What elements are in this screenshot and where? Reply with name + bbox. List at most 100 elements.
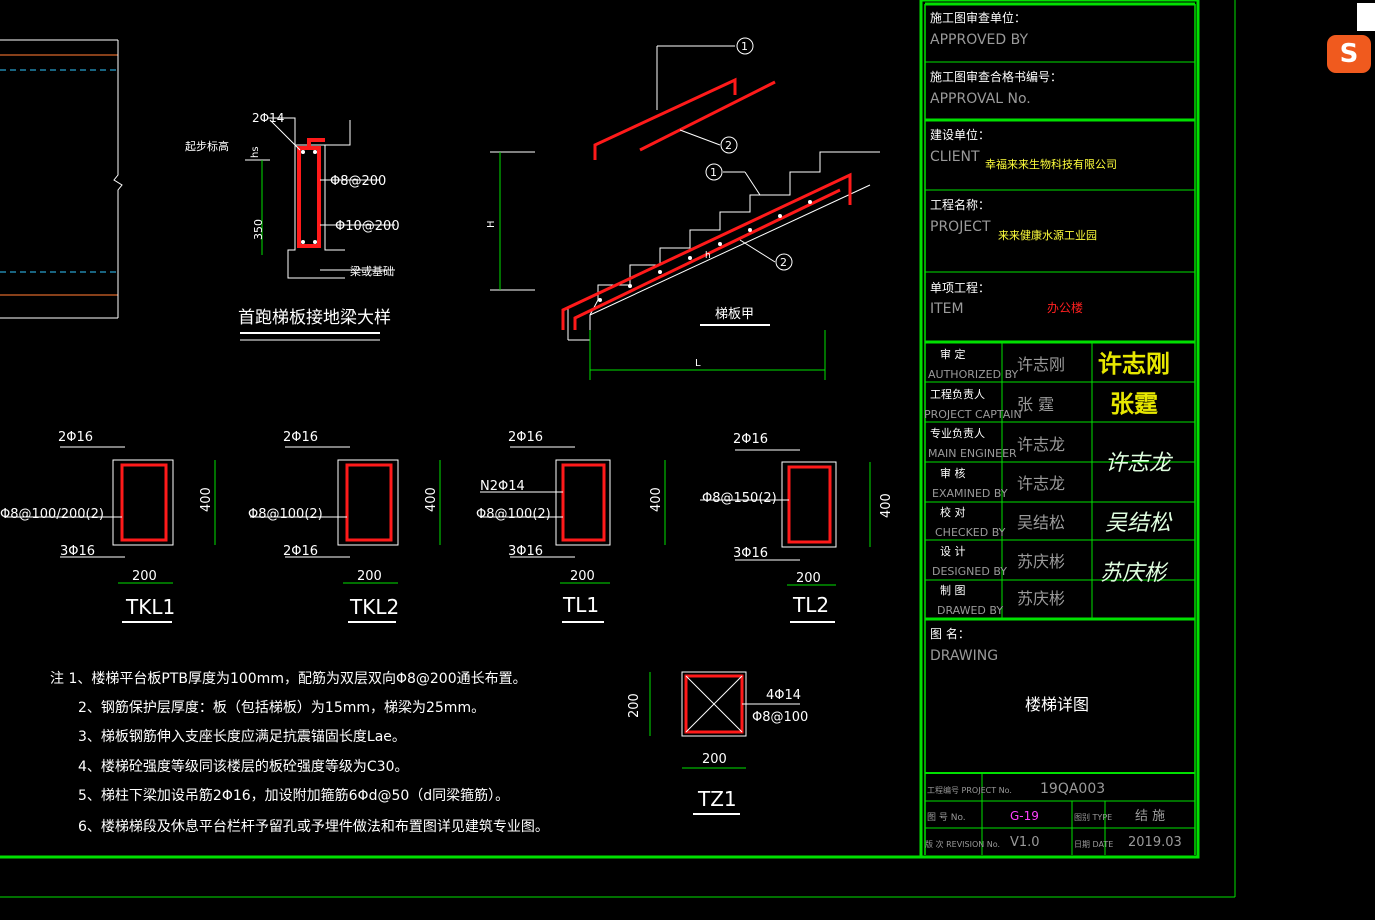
tz1-name: TZ1 [697, 787, 737, 811]
first-step-stirrup: Φ8@200 [330, 174, 386, 189]
tb-role2-sign: 许志龙 [1105, 451, 1174, 476]
tb-date-label: 日期 DATE [1074, 840, 1113, 849]
tl1-stirrup: Φ8@100(2) [476, 507, 551, 522]
tkl1-height: 400 [199, 487, 214, 512]
note-2: 2、钢筋保护层厚度：板（包括梯板）为15mm，梯梁为25mm。 [78, 699, 485, 716]
tb-revision-label: 版 次 REVISION No. [925, 839, 1000, 849]
first-step-dist-bar: Φ10@200 [335, 219, 400, 234]
first-step-dim-350: 350 [252, 219, 265, 240]
tb-revision-value: V1.0 [1010, 835, 1040, 850]
tkl1-stirrup: Φ8@100/200(2) [0, 507, 104, 522]
input-method-logo-icon[interactable]: S [1327, 35, 1371, 73]
first-step-title: 首跑梯板接地梁大样 [238, 308, 391, 328]
tb-role1-person: 张 霆 [1017, 395, 1054, 414]
tb-project-cn: 工程名称： [930, 197, 990, 212]
stair-section-title: 梯板甲 [715, 307, 754, 322]
tb-role3-person: 许志龙 [1017, 474, 1065, 493]
tb-role4-en: CHECKED BY [935, 526, 1006, 539]
tb-role5-en: DESIGNED BY [932, 565, 1007, 578]
tb-approval-cn: 施工图审查合格书编号： [930, 69, 1062, 84]
tb-project-en: PROJECT [930, 219, 991, 235]
stair-section: H L h 1 2 1 2 梯板甲 [486, 37, 880, 380]
tb-drawing-no-value: G-19 [1010, 809, 1039, 823]
tb-item-cn: 单项工程： [930, 280, 990, 295]
tb-role0-en: AUTHORIZED BY [928, 368, 1019, 381]
tkl1-bottom: 3Φ16 [60, 544, 95, 559]
note-5: 5、梯柱下梁加设吊筋2Φ16，加设附加箍筋6Φd@50（d同梁箍筋）。 [78, 787, 509, 804]
tkl1-name: TKL1 [125, 595, 175, 619]
tl1-top: 2Φ16 [508, 430, 543, 445]
tb-role0-cn: 审 定 [940, 347, 966, 361]
tb-role4-person: 吴结松 [1017, 513, 1065, 532]
tb-item-en: ITEM [930, 301, 964, 317]
title-block: 施工图审查单位： APPROVED BY 施工图审查合格书编号： APPROVA… [919, 0, 1200, 859]
tb-role1-cn: 工程负责人 [930, 387, 985, 401]
stair-dim-h: H [486, 220, 497, 228]
tb-role2-person: 许志龙 [1017, 435, 1065, 454]
tb-drawing-cn: 图 名： [930, 626, 970, 641]
tl2-height: 400 [879, 493, 894, 518]
tb-role5-sign: 苏庆彬 [1100, 561, 1169, 586]
note-1: 注 1、楼梯平台板PTB厚度为100mm，配筋为双层双向Φ8@200通长布置。 [50, 670, 527, 687]
tb-client-en: CLIENT [930, 149, 980, 165]
first-step-hs: hs [250, 146, 261, 158]
tb-role6-en: DRAWED BY [937, 604, 1003, 617]
tkl2-height: 400 [424, 487, 439, 512]
tkl2-width: 200 [357, 569, 382, 584]
tz1-stirrup: Φ8@100 [752, 710, 808, 725]
note-4: 4、楼梯砼强度等级同该楼层的板砼强度等级为C30。 [78, 758, 409, 775]
tb-role3-cn: 审 核 [940, 466, 966, 480]
tkl2-name: TKL2 [349, 595, 399, 619]
tl1-bottom: 3Φ16 [508, 544, 543, 559]
tz1-width: 200 [702, 752, 727, 767]
tb-drawing-en: DRAWING [930, 648, 998, 664]
tb-role4-sign: 吴结松 [1105, 511, 1173, 536]
tz1-main-bar: 4Φ14 [766, 688, 801, 703]
tb-role1-sign: 张霆 [1110, 389, 1158, 418]
note-3: 3、梯板钢筋伸入支座长度应满足抗震锚固长度Lae。 [78, 728, 406, 745]
tl2-top: 2Φ16 [733, 432, 768, 447]
tb-role1-en: PROJECT CAPTAIN [924, 408, 1022, 421]
tb-approval-en: APPROVAL No. [930, 91, 1031, 107]
beam-tl1: 2Φ16 N2Φ14 Φ8@100(2) 3Φ16 200 400 TL1 [476, 430, 666, 623]
notes: 注 1、楼梯平台板PTB厚度为100mm，配筋为双层双向Φ8@200通长布置。 … [50, 670, 549, 835]
tkl2-stirrup: Φ8@100(2) [248, 507, 323, 522]
tb-role4-cn: 校 对 [940, 505, 966, 519]
column-tz1: 4Φ14 Φ8@100 200 200 TZ1 [627, 671, 808, 815]
tb-approved-cn: 施工图审查单位： [930, 10, 1026, 25]
tb-client-value: 幸福来来生物科技有限公司 [985, 157, 1117, 171]
tkl2-top: 2Φ16 [283, 430, 318, 445]
plan-fragment [0, 39, 123, 319]
stair-callout-2b: 2 [780, 256, 787, 269]
stair-dim-l: L [695, 358, 701, 369]
tb-role0-sign: 许志刚 [1098, 349, 1170, 378]
stair-callout-1b: 1 [710, 166, 717, 179]
first-step-detail: 2Φ14 起步标高 hs Φ8@200 Φ10@200 350 梁或基础 首跑梯… [185, 111, 400, 341]
beam-tkl2: 2Φ16 Φ8@100(2) 2Φ16 200 400 TKL2 [248, 430, 441, 623]
tb-project-no-label: 工程编号 PROJECT No. [927, 785, 1012, 795]
tb-role6-cn: 制 图 [940, 584, 966, 597]
tb-role5-cn: 设 计 [940, 545, 966, 558]
tl1-width: 200 [570, 569, 595, 584]
window-corner [1357, 3, 1375, 31]
beam-tkl1: 2Φ16 Φ8@100/200(2) 3Φ16 200 400 TKL1 [0, 430, 216, 623]
tl1-name: TL1 [562, 593, 599, 617]
tl2-stirrup: Φ8@150(2) [702, 491, 777, 506]
tl2-width: 200 [796, 571, 821, 586]
tb-role5-person: 苏庆彬 [1017, 552, 1065, 571]
tl2-bottom: 3Φ16 [733, 546, 768, 561]
tkl1-top: 2Φ16 [58, 430, 93, 445]
tz1-height: 200 [627, 693, 642, 718]
tb-item-value: 办公楼 [1047, 300, 1083, 315]
beam-tl2: 2Φ16 Φ8@150(2) 3Φ16 200 400 TL2 [700, 432, 894, 623]
tb-role2-en: MAIN ENGINEER [928, 447, 1017, 460]
tb-drawing-no-label: 图 号 No. [927, 812, 966, 823]
note-6: 6、楼梯梯段及休息平台栏杆予留孔或予埋件做法和布置图详见建筑专业图。 [78, 818, 549, 835]
tkl1-width: 200 [132, 569, 157, 584]
first-step-bar-top: 2Φ14 [252, 111, 284, 125]
tb-project-value: 来来健康水源工业园 [998, 228, 1097, 242]
tb-type-value: 结 施 [1135, 809, 1165, 824]
first-step-foundation: 梁或基础 [350, 264, 394, 278]
tb-role2-cn: 专业负责人 [930, 426, 985, 440]
